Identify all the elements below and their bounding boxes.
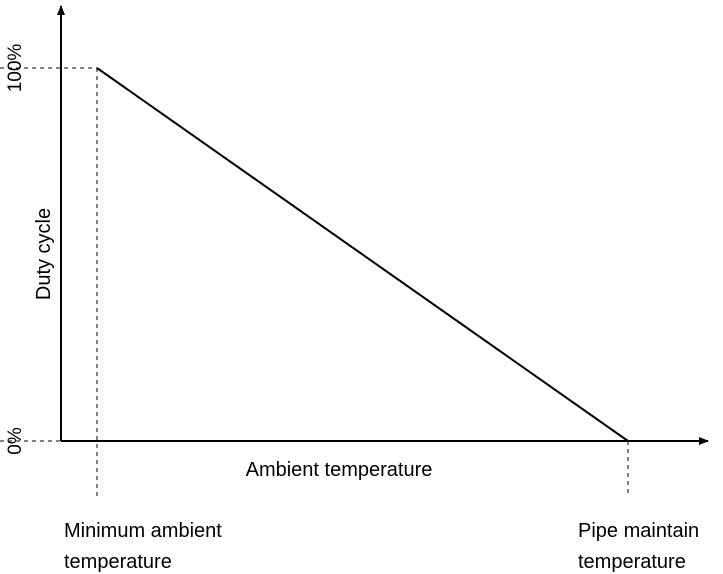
y-axis-label: Duty cycle <box>33 208 55 300</box>
x-annotation-min-line1: Minimum ambient <box>64 520 222 542</box>
x-annotation-max-line2: temperature <box>578 551 686 573</box>
y-tick-label-min: 0% <box>5 427 26 455</box>
x-annotation-max-line1: Pipe maintain <box>578 520 699 542</box>
series-line <box>96 67 629 442</box>
x-axis-label: Ambient temperature <box>246 459 433 481</box>
y-tick-label-max: 100% <box>5 44 26 93</box>
x-annotation-min-line2: temperature <box>64 551 172 573</box>
